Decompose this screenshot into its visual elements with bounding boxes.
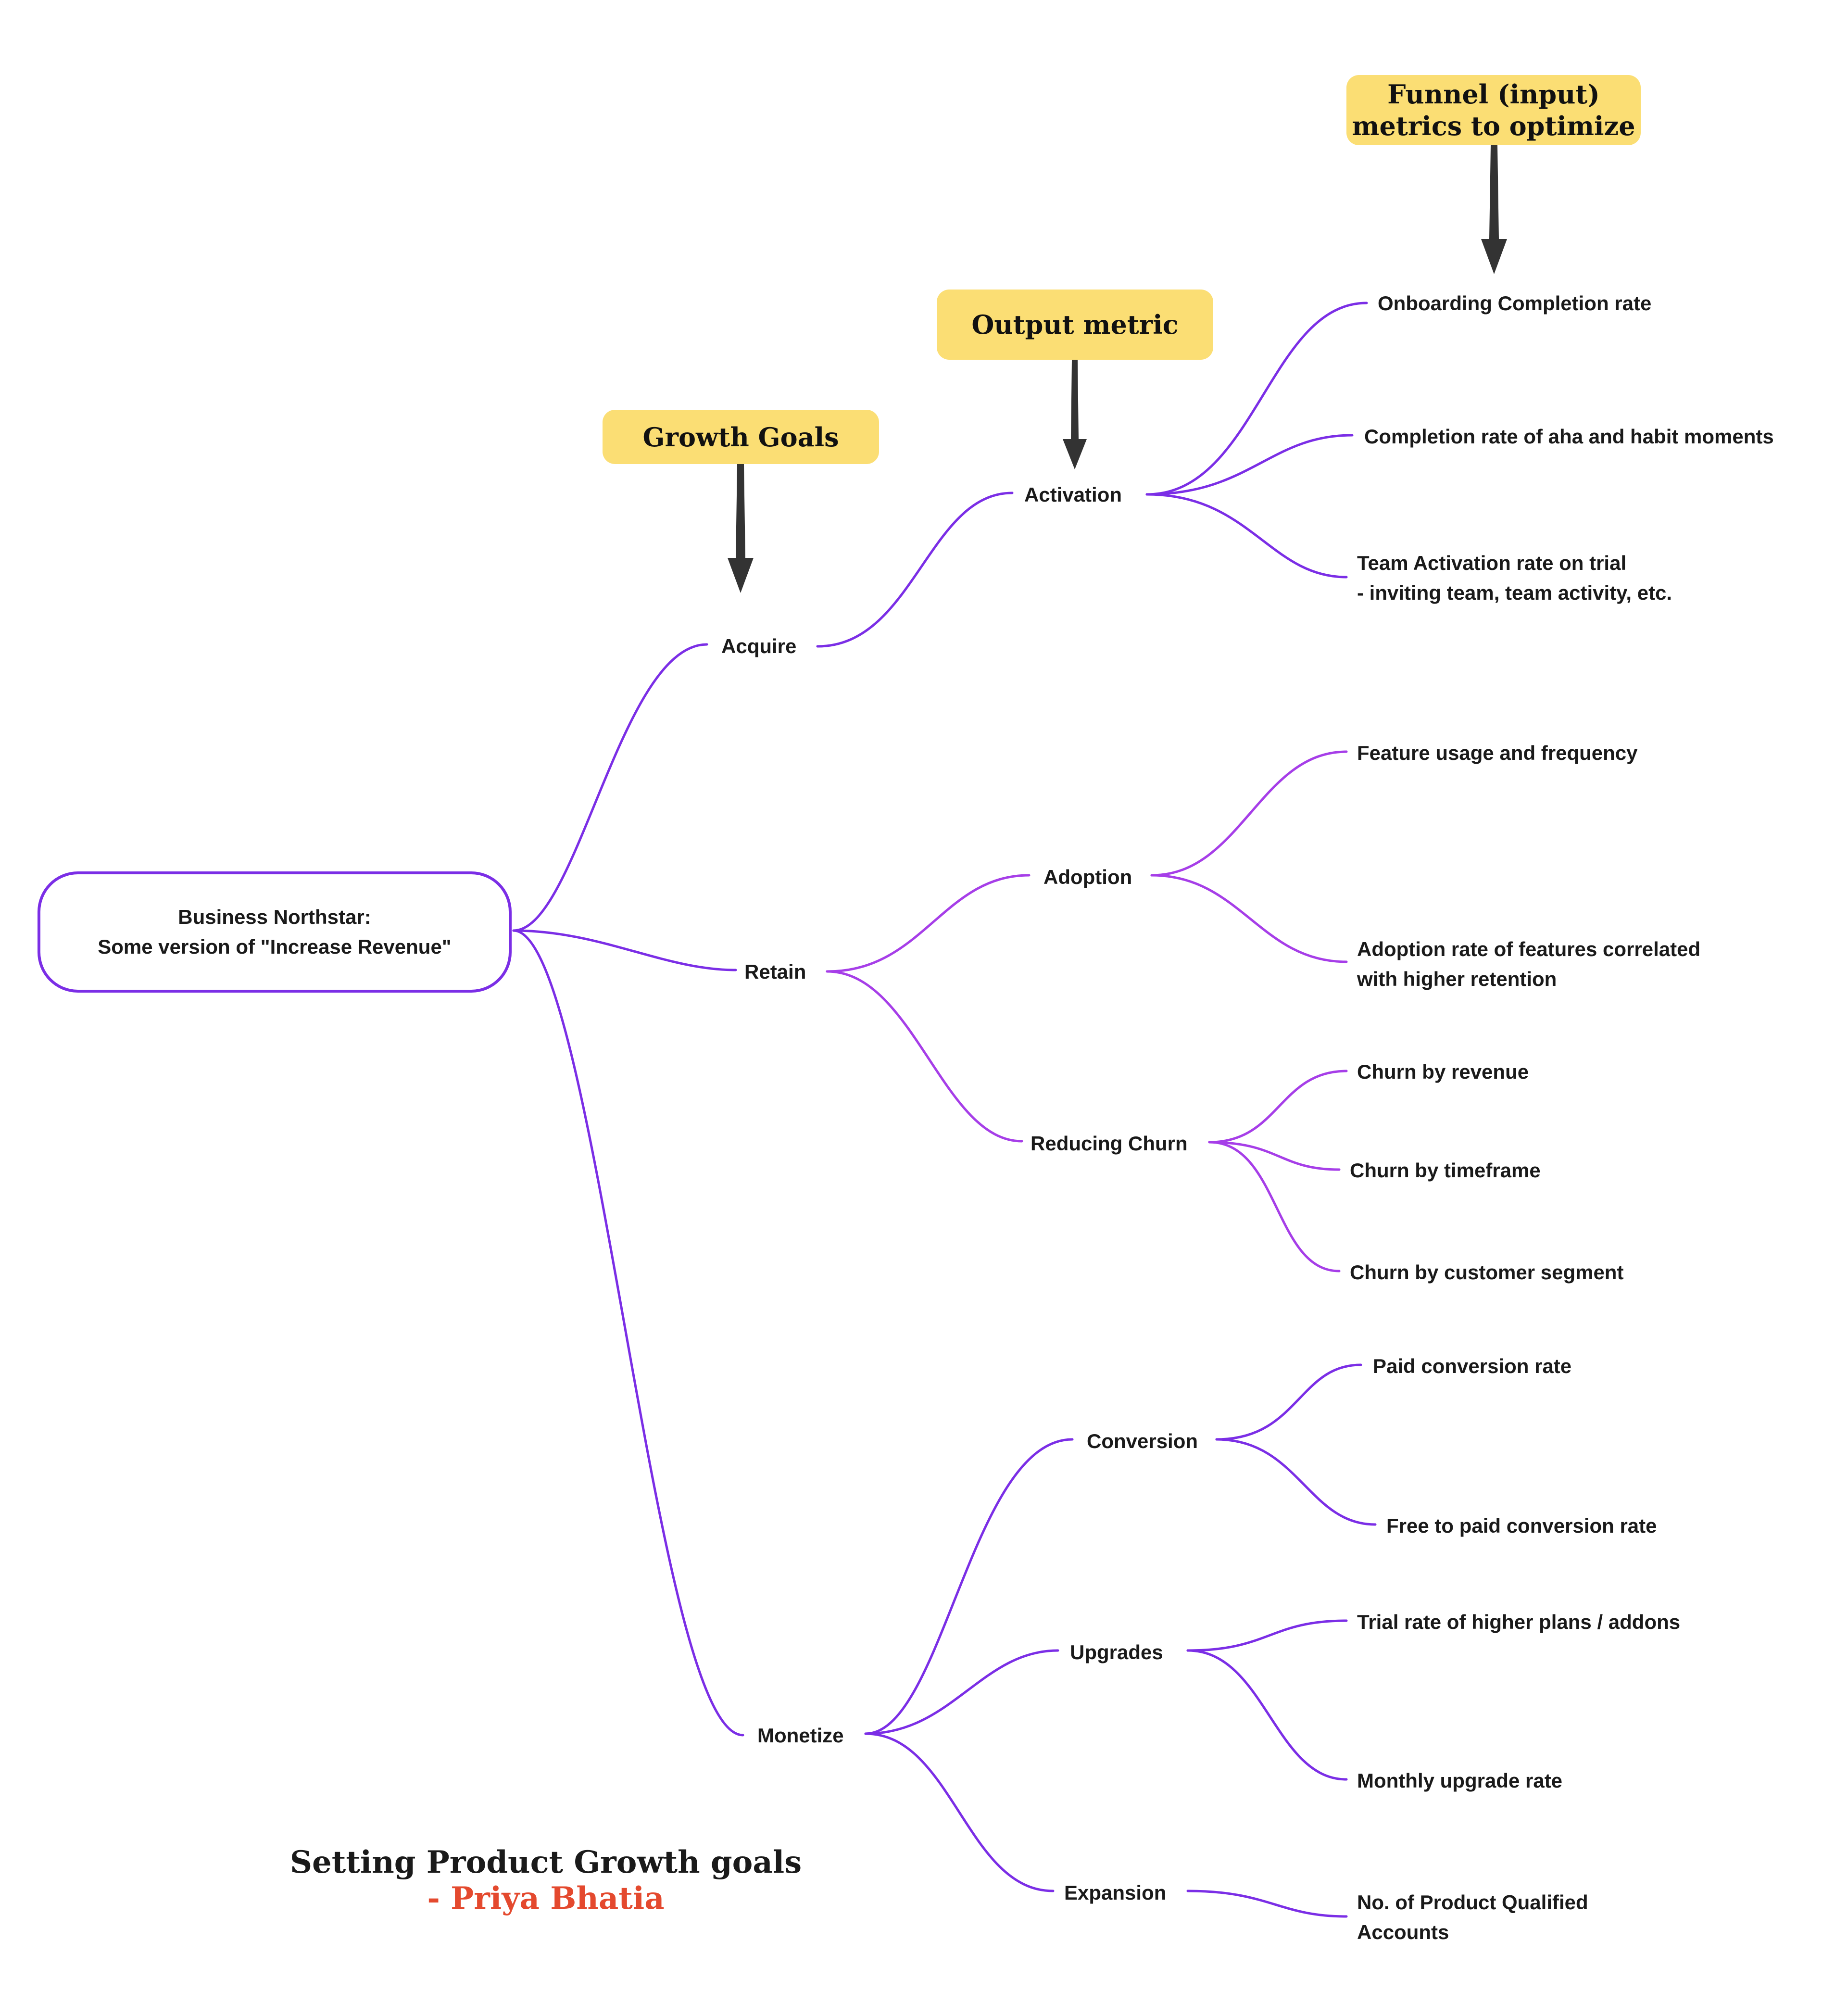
link-activation-team bbox=[1145, 493, 1348, 579]
input-team-activation: Team Activation rate on trial - inviting… bbox=[1357, 552, 1672, 604]
output-conversion: Conversion bbox=[1087, 1430, 1198, 1452]
link-monetize-expansion bbox=[864, 1732, 1055, 1892]
link-monetize-conversion bbox=[864, 1438, 1074, 1735]
input-adoption-rate: Adoption rate of features correlated wit… bbox=[1357, 938, 1701, 990]
goal-retain: Retain bbox=[744, 960, 806, 983]
link-activation-onboarding bbox=[1145, 302, 1368, 496]
link-monetize-upgrades bbox=[864, 1649, 1059, 1735]
input-churn-timeframe: Churn by timeframe bbox=[1350, 1159, 1541, 1182]
link-upgrades-monthly bbox=[1186, 1649, 1348, 1781]
arrow-down-icon bbox=[728, 464, 754, 593]
link-acquire-activation bbox=[816, 491, 1014, 648]
link-retain-churn bbox=[826, 970, 1023, 1143]
link-adoption-rate bbox=[1150, 874, 1348, 963]
input-churn-segment: Churn by customer segment bbox=[1350, 1261, 1624, 1284]
output-activation: Activation bbox=[1024, 483, 1122, 506]
input-monthly-upgrade: Monthly upgrade rate bbox=[1357, 1769, 1563, 1792]
goal-acquire: Acquire bbox=[721, 635, 797, 657]
input-trial-higher-plans: Trial rate of higher plans / addons bbox=[1357, 1611, 1681, 1633]
input-feature-usage: Feature usage and frequency bbox=[1357, 742, 1638, 764]
link-expansion-pqa bbox=[1186, 1890, 1348, 1918]
output-adoption: Adoption bbox=[1043, 866, 1132, 888]
link-churn-timeframe bbox=[1208, 1141, 1341, 1171]
link-root-retain bbox=[512, 929, 737, 971]
footer-title: Setting Product Growth goals bbox=[289, 1844, 802, 1880]
callout-funnel-metrics: Funnel (input) metrics to optimize bbox=[1346, 75, 1641, 145]
link-retain-adoption bbox=[826, 874, 1031, 973]
link-adoption-usage bbox=[1150, 750, 1348, 877]
link-conversion-paid bbox=[1215, 1363, 1362, 1441]
callout-growth-goals: Growth Goals bbox=[603, 410, 879, 464]
root-business-northstar: Business Northstar: Some version of "Inc… bbox=[38, 871, 512, 993]
input-churn-revenue: Churn by revenue bbox=[1357, 1060, 1529, 1083]
arrow-down-icon bbox=[1481, 145, 1507, 274]
input-onboarding: Onboarding Completion rate bbox=[1378, 292, 1652, 315]
output-expansion: Expansion bbox=[1064, 1881, 1167, 1904]
goal-monetize: Monetize bbox=[757, 1724, 844, 1747]
link-churn-revenue bbox=[1208, 1070, 1348, 1144]
output-upgrades: Upgrades bbox=[1070, 1641, 1163, 1663]
link-root-monetize bbox=[512, 929, 744, 1737]
output-reducing-churn: Reducing Churn bbox=[1031, 1132, 1188, 1155]
input-aha-habit: Completion rate of aha and habit moments bbox=[1364, 425, 1774, 448]
input-pqa: No. of Product Qualified Accounts bbox=[1357, 1891, 1588, 1943]
arrow-down-icon bbox=[1063, 360, 1087, 469]
link-upgrades-trial bbox=[1186, 1619, 1348, 1652]
link-activation-aha bbox=[1145, 434, 1354, 496]
link-conversion-free bbox=[1215, 1438, 1377, 1526]
input-free-to-paid: Free to paid conversion rate bbox=[1386, 1514, 1657, 1537]
callout-output-metric: Output metric bbox=[937, 290, 1213, 360]
link-churn-segment bbox=[1208, 1141, 1341, 1273]
input-paid-conversion: Paid conversion rate bbox=[1373, 1355, 1572, 1377]
footer-author: - Priya Bhatia bbox=[427, 1880, 665, 1916]
link-root-acquire bbox=[512, 643, 708, 932]
